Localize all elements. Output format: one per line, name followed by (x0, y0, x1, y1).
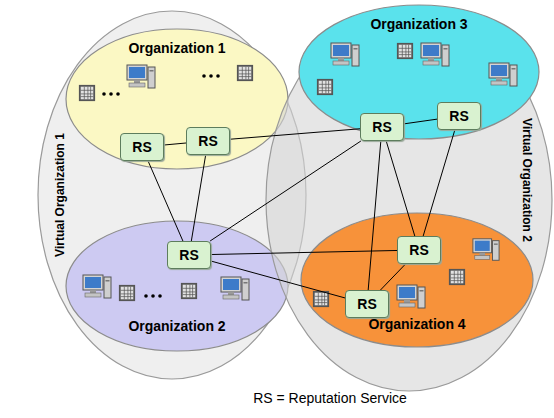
reputation-service-box: RS (167, 241, 211, 269)
organization-ellipse: RS RS Organization 1 (65, 28, 289, 170)
organization-ellipse: RS RS Organization 4 (300, 212, 534, 348)
organization-ellipse: RS RS Organization 3 (298, 4, 540, 140)
service-label: RS (132, 139, 151, 155)
service-label: RS (357, 296, 376, 312)
note-label: RS = Reputation Service (253, 390, 407, 406)
reputation-service-box: RS (345, 290, 389, 318)
organization-ellipse: RS Organization 2 (65, 220, 289, 352)
reputation-service-box: RS (360, 113, 404, 141)
organization-label: Organization 1 (128, 40, 225, 56)
virtual-organization-ellipse (265, 8, 553, 392)
virtual-organization: RS RS Organization 3 RS RS Organization 4 Virt… (265, 8, 553, 392)
reputation-service-box: RS (186, 127, 230, 155)
reputation-service-box: RS (120, 133, 164, 161)
virtual-organization: RS RS Organization 1 RS Organization 2 Virtua… (37, 10, 307, 380)
organization-label: Organization 2 (128, 318, 225, 334)
service-label: RS (409, 242, 428, 258)
reputation-service-box: RS (437, 102, 481, 130)
organization-label: Organization 4 (368, 316, 465, 332)
virtual-organization-label: Virtual Organization 1 (53, 133, 67, 257)
service-label: RS (372, 119, 391, 135)
virtual-organization-label: Virtual Organization 2 (520, 118, 534, 242)
reputation-service-box: RS (397, 236, 441, 264)
service-label: RS (179, 247, 198, 263)
organization-label: Organization 3 (370, 16, 467, 32)
service-label: RS (198, 133, 217, 149)
service-label: RS (449, 108, 468, 124)
